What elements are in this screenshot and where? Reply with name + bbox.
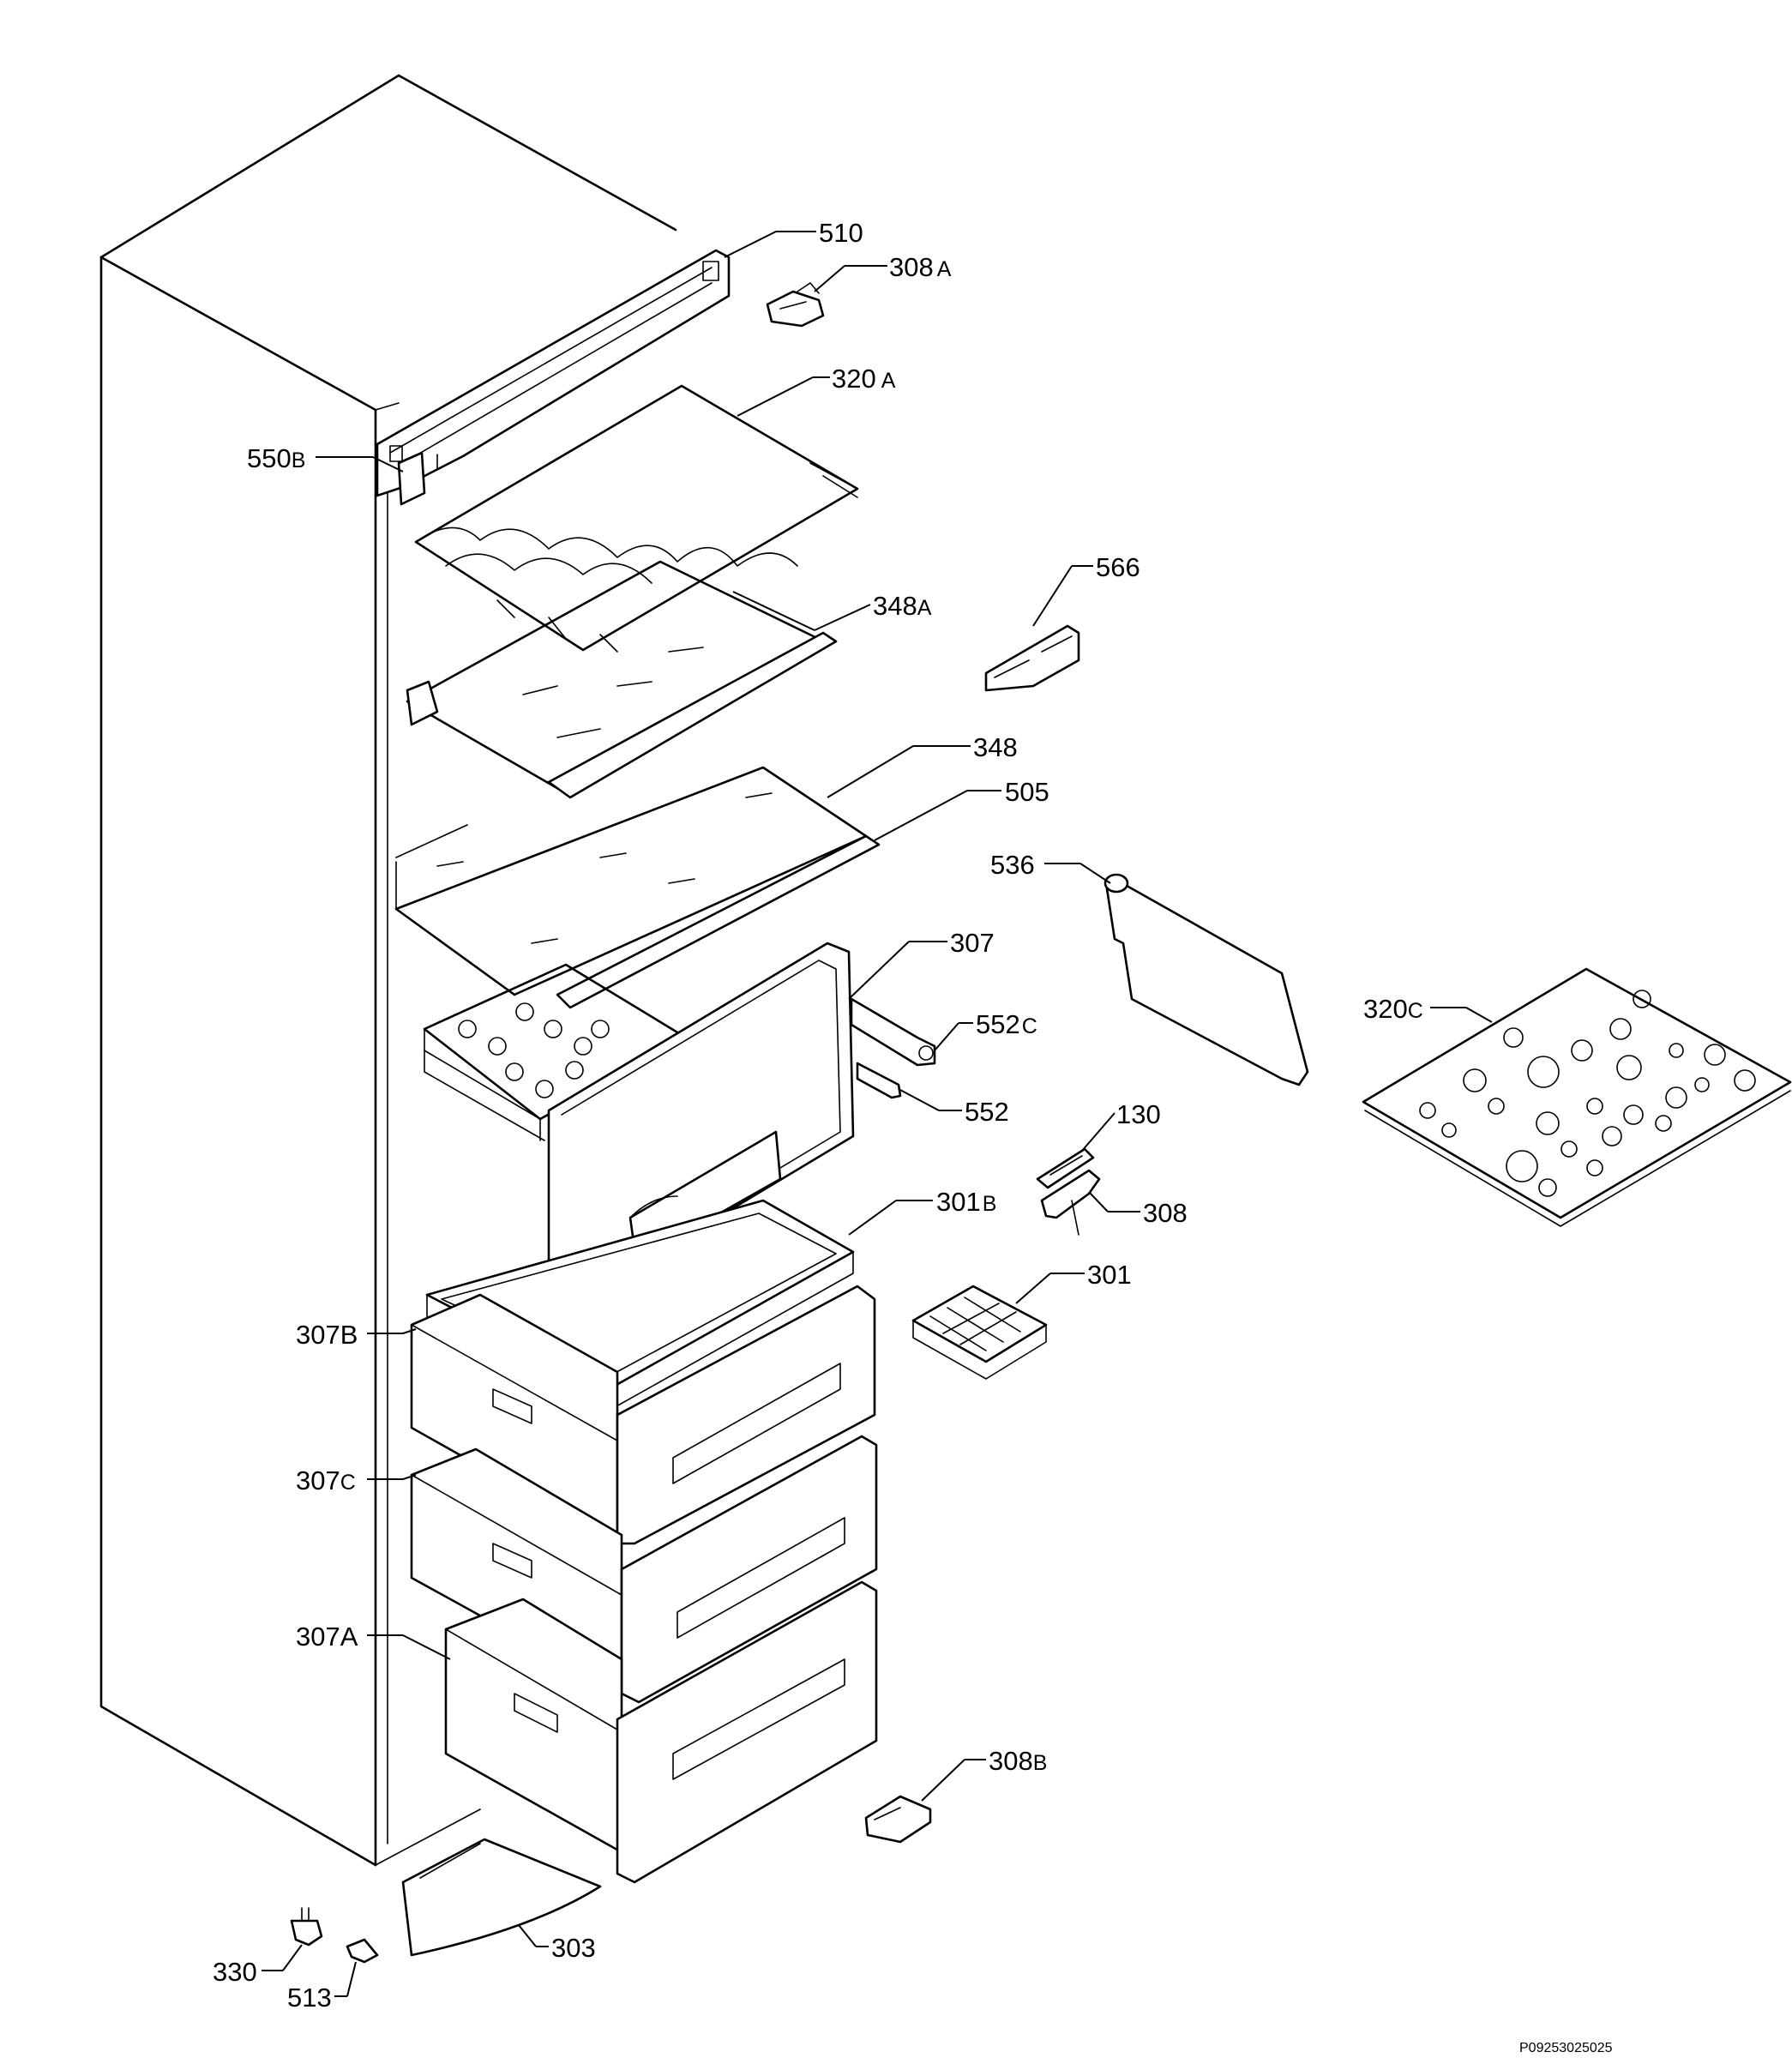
callout-348: 348	[973, 732, 1018, 762]
callout-552: 552	[965, 1097, 1009, 1127]
callout-536: 536	[990, 850, 1035, 880]
part-320a-wine-rack	[414, 384, 859, 653]
part-505-shelf-trim	[556, 834, 881, 1009]
part-536-divider	[1103, 873, 1309, 1086]
callout-552c: 552C	[976, 1009, 1037, 1039]
callout-307b: 307B	[296, 1320, 358, 1350]
callout-301: 301	[1087, 1260, 1132, 1290]
part-566-clip	[984, 624, 1080, 692]
part-307b-drawer	[410, 1285, 876, 1545]
callout-320c: 320C	[1363, 994, 1423, 1024]
part-308b-hinge	[864, 1795, 932, 1844]
part-513-clip	[346, 1938, 379, 1964]
callout-308b: 308B	[989, 1746, 1047, 1776]
callout-550b: 550B	[247, 443, 305, 473]
callout-330: 330	[213, 1957, 257, 1987]
callout-513: 513	[287, 1983, 332, 2013]
callout-303: 303	[551, 1933, 596, 1963]
cabinet	[99, 74, 677, 1867]
callout-510: 510	[819, 218, 863, 248]
part-308-hinge	[1040, 1169, 1101, 1236]
part-348a-glass-shelf	[406, 560, 838, 799]
part-552-pin	[856, 1062, 902, 1099]
drawing-reference-code: P09253025025	[1519, 2041, 1613, 2055]
callout-348a: 348A	[873, 591, 932, 621]
callout-505: 505	[1005, 777, 1049, 807]
callout-307a: 307A	[296, 1622, 358, 1652]
callout-130: 130	[1116, 1099, 1161, 1129]
part-301-ice-tray	[911, 1285, 1048, 1380]
leader-lines	[262, 231, 1493, 1997]
part-510-top-cover	[376, 249, 731, 506]
callout-566: 566	[1096, 552, 1140, 582]
part-308a-hinge	[766, 282, 825, 328]
part-552c-hinge-arm	[850, 997, 936, 1067]
callout-301b: 301B	[936, 1187, 996, 1217]
callout-307c: 307C	[296, 1465, 356, 1495]
part-130-hinge-cover	[1036, 1147, 1095, 1189]
part-303-plinth	[401, 1838, 602, 1957]
part-307a-drawer	[444, 1580, 878, 1884]
callout-307: 307	[950, 928, 995, 958]
part-330-adjustable-foot	[290, 1907, 323, 1947]
part-320c-perforated-plate	[1362, 967, 1792, 1227]
callout-308: 308	[1143, 1198, 1188, 1228]
